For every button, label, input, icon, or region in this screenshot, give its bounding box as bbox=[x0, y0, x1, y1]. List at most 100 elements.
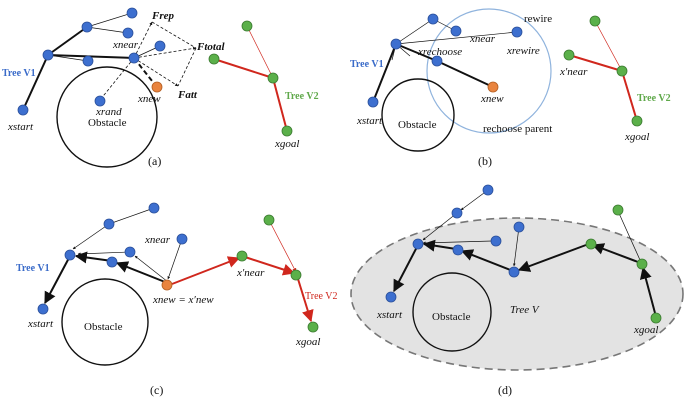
tree-edges-thick bbox=[393, 239, 656, 314]
tree-edges-thin bbox=[422, 189, 641, 267]
node bbox=[585, 238, 597, 250]
x-start-label: xstart bbox=[27, 318, 54, 330]
node-x-new bbox=[487, 81, 499, 93]
node-x-goal bbox=[631, 115, 643, 127]
x-start-label: xstart bbox=[376, 309, 403, 321]
tree-v2-edge bbox=[297, 278, 314, 323]
x-start-label: xstart bbox=[7, 121, 34, 133]
obstacle-label: Obstacle bbox=[432, 311, 471, 323]
tree-v2-label: Tree V2 bbox=[637, 93, 671, 104]
x-rechoose-label: xrechoose bbox=[417, 46, 462, 58]
node bbox=[513, 221, 525, 233]
tree-edges-thick bbox=[44, 251, 166, 305]
node-x-goal bbox=[281, 125, 293, 137]
node-v2 bbox=[208, 53, 220, 65]
force-arrows bbox=[99, 21, 197, 101]
tree-v2-thin-edge bbox=[246, 25, 274, 79]
f-rep-label: Frep bbox=[151, 10, 175, 22]
tree-edges-thin bbox=[47, 12, 161, 62]
tree-v2-thin-edge bbox=[594, 20, 623, 72]
caption-a: (a) bbox=[148, 154, 161, 168]
node bbox=[122, 27, 134, 39]
x-goal-label: xgoal bbox=[633, 324, 658, 336]
f-att-label: Fatt bbox=[177, 89, 198, 101]
shaded-region bbox=[350, 217, 684, 371]
node-v2 bbox=[563, 49, 575, 61]
node bbox=[612, 204, 624, 216]
tree-v1-label: Tree V1 bbox=[2, 68, 36, 79]
tree-v2-edge bbox=[171, 256, 241, 285]
node-v2 bbox=[290, 269, 302, 281]
x-new-label: xnew bbox=[137, 93, 161, 105]
obstacle bbox=[56, 66, 158, 168]
node bbox=[482, 184, 494, 196]
x-new-eq-label: xnew = x′new bbox=[152, 294, 214, 306]
tree-v2-edge bbox=[568, 54, 623, 72]
caption-d: (d) bbox=[498, 383, 512, 397]
tree-v2-label: Tree V2 bbox=[285, 91, 319, 102]
node-x-new bbox=[161, 279, 173, 291]
tree-v-label: Tree V bbox=[510, 304, 540, 316]
node bbox=[508, 266, 520, 278]
tree-v2-edge bbox=[244, 256, 296, 276]
x-near-label: xnear bbox=[112, 39, 139, 51]
node bbox=[126, 7, 138, 19]
rechoose-parent-label: rechoose parent bbox=[483, 123, 552, 135]
node bbox=[636, 258, 648, 270]
x-new-label: xnew bbox=[480, 93, 504, 105]
obstacle-label: Obstacle bbox=[398, 119, 437, 131]
node bbox=[412, 238, 424, 250]
node-x-start bbox=[367, 96, 379, 108]
node-x-rechoose bbox=[431, 55, 443, 67]
node-x-near-prime bbox=[236, 250, 248, 262]
node bbox=[154, 40, 166, 52]
tree-edges-thin bbox=[72, 207, 183, 283]
node bbox=[176, 233, 188, 245]
node-v2 bbox=[241, 20, 253, 32]
new-edge bbox=[133, 57, 157, 87]
tree-v2-thin-edge bbox=[269, 221, 297, 273]
node-x-rewire bbox=[511, 26, 523, 38]
x-rand-label: xrand bbox=[95, 106, 122, 118]
tree-edges-thick bbox=[372, 43, 494, 103]
x-goal-label: xgoal bbox=[295, 336, 320, 348]
tree-v2-edge bbox=[272, 77, 288, 132]
node bbox=[64, 249, 76, 261]
x-goal-label: xgoal bbox=[624, 131, 649, 143]
node bbox=[148, 202, 160, 214]
node-v2 bbox=[616, 65, 628, 77]
caption-c: (c) bbox=[150, 383, 163, 397]
node-x-goal bbox=[307, 321, 319, 333]
panel-d: Obstacle Tree V xstart xgoal bbox=[350, 184, 684, 397]
tree-v1-label: Tree V1 bbox=[350, 59, 384, 70]
x-start-label: xstart bbox=[356, 115, 383, 127]
node-v2 bbox=[267, 72, 279, 84]
node-x-start bbox=[17, 104, 29, 116]
node bbox=[452, 244, 464, 256]
x-near-prime-label: x′near bbox=[559, 66, 588, 78]
tree-v2-label: Tree V2 bbox=[305, 291, 338, 302]
rewire-circle bbox=[426, 8, 552, 134]
panel-c: Obstacle Tree V1 Tree V2 xst bbox=[16, 202, 338, 397]
caption-b: (b) bbox=[478, 154, 492, 168]
panel-b: Obstacle rewire rechoose parent Tree V bbox=[350, 8, 671, 168]
node bbox=[82, 55, 94, 67]
f-total-label: Ftotal bbox=[196, 41, 225, 53]
tree-v2-edge bbox=[621, 70, 638, 122]
node-x-near bbox=[128, 52, 140, 64]
obstacle-label: Obstacle bbox=[84, 321, 123, 333]
node bbox=[81, 21, 93, 33]
x-near-prime-label: x′near bbox=[236, 267, 265, 279]
x-near-label: xnear bbox=[144, 234, 171, 246]
panel-a: Obstacle bbox=[2, 7, 319, 168]
node-x-near bbox=[124, 246, 136, 258]
node bbox=[451, 207, 463, 219]
node bbox=[427, 13, 439, 25]
node-v2 bbox=[589, 15, 601, 27]
node-x-goal bbox=[650, 312, 662, 324]
node bbox=[103, 218, 115, 230]
obstacle-label: Obstacle bbox=[88, 117, 127, 129]
node-x-start bbox=[385, 291, 397, 303]
node bbox=[42, 49, 54, 61]
